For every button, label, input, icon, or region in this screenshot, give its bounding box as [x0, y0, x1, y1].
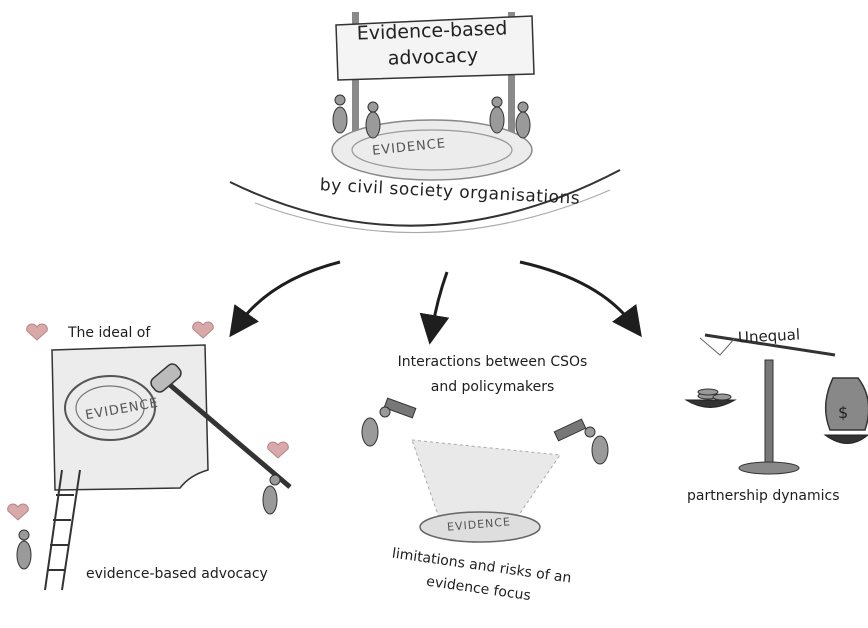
- arrow-icon-center: [419, 271, 450, 345]
- dollar-sign: $: [838, 403, 849, 422]
- spotlight-icon: [383, 397, 587, 442]
- partnership-caption: partnership dynamics: [687, 488, 840, 504]
- evidence-stamp-left: [64, 375, 156, 441]
- banner-sign: [335, 15, 535, 81]
- money-bag-icon: [824, 377, 868, 431]
- banner-pole-right: [508, 12, 515, 162]
- people-top-left: [332, 94, 381, 139]
- arrow-icon-left: [229, 260, 341, 338]
- subtitle-arc-top: [229, 169, 621, 227]
- arrow-icon-right: [519, 260, 642, 338]
- ideal-scene: [7, 321, 292, 591]
- heart-icon: [7, 321, 289, 521]
- people-left: [16, 474, 281, 570]
- people-center: [361, 406, 609, 465]
- ideal-caption: evidence-based advocacy: [86, 566, 268, 582]
- subtitle-arc-shade: [254, 189, 611, 234]
- top-banner-group: [331, 12, 535, 181]
- ideal-title: The ideal of: [68, 325, 151, 341]
- canvas-board: [51, 344, 209, 491]
- evidence-stamp-center: [419, 511, 541, 543]
- spotlight-beam: [411, 439, 561, 536]
- banner-pole-left: [352, 12, 359, 162]
- banner-title: Evidence-based advocacy: [334, 15, 531, 74]
- ladder-icon: [44, 469, 81, 591]
- spotlight-scene: [361, 397, 609, 543]
- coin-stack-icon: [697, 388, 732, 401]
- balance-scale-icon: [684, 333, 868, 475]
- people-top-right: [489, 96, 531, 139]
- evidence-stamp-top: [331, 119, 533, 181]
- interactions-title: Interactions between CSOs and policymake…: [397, 354, 588, 395]
- paint-roller-icon: [150, 363, 292, 489]
